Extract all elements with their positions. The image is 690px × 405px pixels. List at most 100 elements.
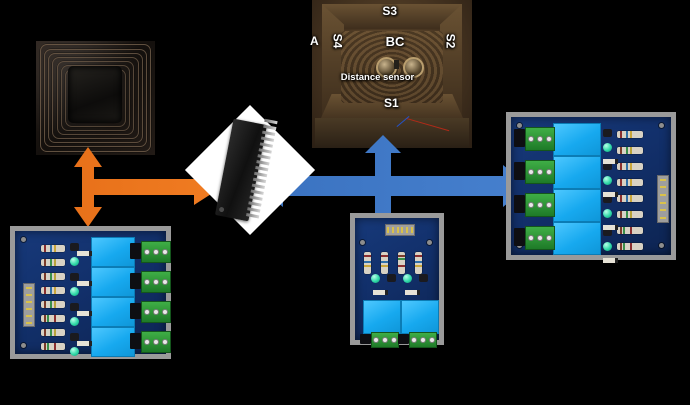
ic-pin (251, 189, 264, 194)
header-pin (660, 209, 666, 211)
terminal-screw (392, 338, 396, 342)
terminal-screw (374, 338, 378, 342)
resistor (41, 245, 65, 252)
resistor (41, 259, 65, 266)
header-pin (26, 301, 32, 303)
resistor (41, 343, 65, 350)
terminal-connector-black (130, 303, 141, 319)
resistor (617, 195, 643, 202)
relay (401, 300, 439, 334)
terminal-screw (547, 170, 551, 174)
diode (77, 311, 92, 316)
resistor (41, 315, 65, 322)
screw-terminal (141, 271, 171, 293)
bin-distance-sensor-photo: S3 BC S2 S4 S1 Distance sensor (312, 0, 472, 148)
terminal-screw (412, 338, 416, 342)
status-led (70, 257, 79, 266)
bin-image: S3 BC S2 S4 S1 Distance sensor (312, 0, 472, 148)
rfid-coil-image: /*coils injected*/ (36, 41, 155, 155)
relay (553, 189, 601, 222)
resistor (617, 131, 643, 138)
capacitor (419, 274, 428, 282)
pin-header (657, 175, 669, 223)
resistor (41, 329, 65, 336)
resistor (617, 243, 643, 250)
ic-pin (253, 178, 266, 183)
relay-board-right-pcb (511, 117, 671, 255)
terminal-screw (547, 137, 551, 141)
terminal-screw (529, 236, 533, 240)
status-led (70, 347, 79, 356)
ic-pin1-notch (219, 207, 225, 213)
status-led (603, 242, 612, 251)
mounting-hole (517, 123, 522, 128)
bin-label-bc: BC (386, 34, 405, 49)
status-led (603, 143, 612, 152)
ic-pin (252, 184, 265, 189)
diode (373, 290, 388, 295)
ic-pin (254, 172, 267, 177)
header-pin (660, 217, 666, 219)
ic-pin (261, 136, 274, 141)
capacitor (70, 303, 79, 311)
ic-pin (247, 207, 260, 212)
relay (553, 123, 601, 156)
resistor (41, 287, 65, 294)
distance-sensor-caption: Distance sensor (341, 72, 414, 83)
diode (603, 225, 618, 230)
terminal-screw (421, 338, 425, 342)
terminal-screw (145, 250, 149, 254)
relay (553, 222, 601, 255)
header-pin (660, 179, 666, 181)
screw-terminal (525, 160, 555, 184)
header-pin (660, 194, 666, 196)
terminal-connector-black (130, 243, 141, 259)
header-pin (392, 227, 394, 233)
header-pin (660, 186, 666, 188)
terminal-screw (529, 170, 533, 174)
resistor (415, 252, 422, 274)
mounting-hole (21, 343, 26, 348)
bin-label-s2: S2 (444, 34, 458, 49)
terminal-screw (145, 340, 149, 344)
screw-terminal (525, 226, 555, 250)
terminal-screw (529, 203, 533, 207)
relay (91, 267, 135, 297)
ic-pin (259, 148, 272, 153)
terminal-screw (547, 236, 551, 240)
header-pin (26, 287, 32, 289)
pin-header (23, 283, 35, 327)
relay-board-right (506, 112, 676, 260)
resistor (617, 147, 643, 154)
terminal-connector-black (514, 228, 525, 246)
resistor (617, 227, 643, 234)
terminal-screw (529, 137, 533, 141)
diode (77, 251, 92, 256)
terminal-connector-black (130, 273, 141, 289)
bin-label-s3: S3 (382, 4, 397, 18)
terminal-screw (163, 250, 167, 254)
relay (91, 237, 135, 267)
diode (603, 159, 618, 164)
terminal-screw (547, 203, 551, 207)
mounting-hole (659, 123, 664, 128)
resistor (617, 179, 643, 186)
ic-pin (255, 166, 268, 171)
header-pin (26, 315, 32, 317)
capacitor (70, 243, 79, 251)
status-led (603, 209, 612, 218)
screw-terminal (525, 127, 555, 151)
screw-terminal (141, 241, 171, 263)
screw-terminal (409, 332, 437, 348)
screw-terminal (141, 331, 171, 353)
terminal-screw (538, 170, 542, 174)
terminal-screw (430, 338, 434, 342)
diode (405, 290, 420, 295)
relay-board-left (10, 226, 171, 359)
terminal-screw (163, 340, 167, 344)
relay-board-center-pcb (355, 218, 439, 340)
ic-pin (260, 142, 273, 147)
pin-header (385, 224, 415, 236)
terminal-screw (538, 236, 542, 240)
